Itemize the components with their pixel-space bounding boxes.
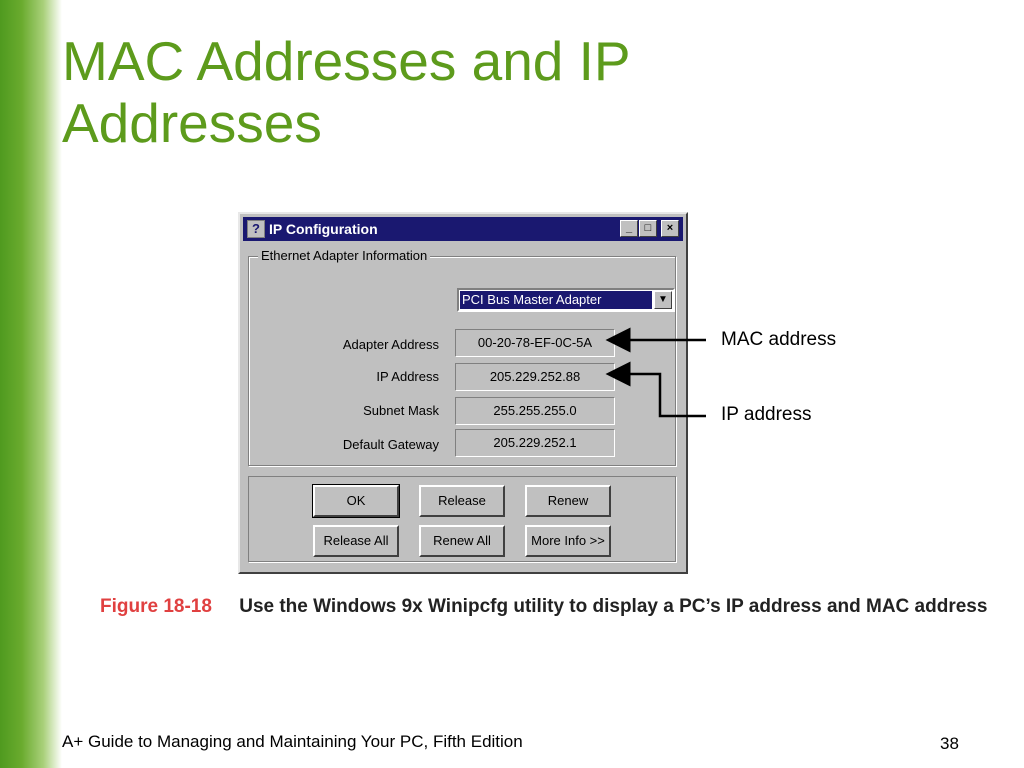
question-help-icon[interactable]: ? bbox=[247, 220, 265, 238]
slide-title: MAC Addresses and IP Addresses bbox=[62, 30, 862, 154]
ip-callout-arrow bbox=[605, 361, 706, 418]
close-icon[interactable]: × bbox=[661, 220, 679, 237]
side-gradient-band bbox=[0, 0, 62, 768]
ip-address-callout: IP address bbox=[721, 404, 812, 425]
adapter-address-label: Adapter Address bbox=[342, 337, 439, 352]
default-gateway-value: 205.229.252.1 bbox=[455, 429, 615, 457]
figure-number: Figure 18-18 bbox=[100, 596, 212, 617]
slide-title-line-1: MAC Addresses and IP bbox=[62, 30, 631, 92]
subnet-mask-value: 255.255.255.0 bbox=[455, 397, 615, 425]
minimize-icon[interactable]: _ bbox=[620, 220, 638, 237]
default-gateway-label: Default Gateway bbox=[342, 437, 439, 452]
adapter-select-value: PCI Bus Master Adapter bbox=[460, 291, 652, 309]
more-info-button[interactable]: More Info >> bbox=[525, 525, 611, 557]
adapter-select[interactable]: PCI Bus Master Adapter ▼ bbox=[457, 288, 675, 312]
ip-address-label: IP Address bbox=[376, 369, 439, 384]
subnet-mask-label: Subnet Mask bbox=[363, 403, 439, 418]
window-titlebar[interactable]: ? IP Configuration _ □ × bbox=[243, 217, 683, 241]
maximize-icon[interactable]: □ bbox=[639, 220, 657, 237]
release-button[interactable]: Release bbox=[419, 485, 505, 517]
caption-text: Use the Windows 9x Winipcfg utility to d… bbox=[239, 596, 988, 617]
release-all-button[interactable]: Release All bbox=[313, 525, 399, 557]
window-title: IP Configuration bbox=[269, 221, 378, 237]
page-number: 38 bbox=[940, 734, 959, 753]
figure-caption: Figure 18-18 Use the Windows 9x Winipcfg… bbox=[100, 596, 987, 618]
footer-book-title: A+ Guide to Managing and Maintaining You… bbox=[62, 732, 523, 751]
renew-button[interactable]: Renew bbox=[525, 485, 611, 517]
slide-title-line-2: Addresses bbox=[62, 92, 322, 154]
ip-configuration-window: ? IP Configuration _ □ × Ethernet Adapte… bbox=[238, 212, 688, 574]
chevron-down-icon[interactable]: ▼ bbox=[654, 291, 672, 309]
group-label: Ethernet Adapter Information bbox=[258, 248, 431, 263]
mac-address-callout: MAC address bbox=[721, 329, 837, 350]
ok-button[interactable]: OK bbox=[312, 484, 400, 518]
adapter-info-group: Ethernet Adapter Information PCI Bus Mas… bbox=[248, 248, 676, 466]
button-area: OK Release Renew Release All Renew All M… bbox=[248, 476, 676, 562]
renew-all-button[interactable]: Renew All bbox=[419, 525, 505, 557]
